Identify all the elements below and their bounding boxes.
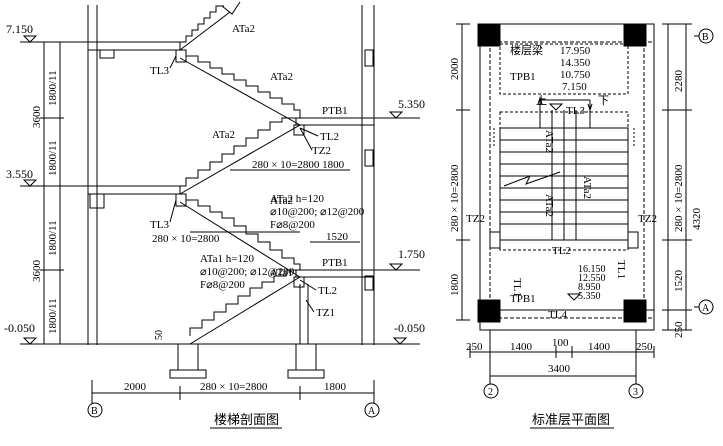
plan-axis-3: 3 [633,387,638,398]
plan-columns [477,23,647,323]
plan-lower-level-4: 5.350 [578,291,601,302]
bottom-dim-2800: 280 × 10=2800 [200,381,268,393]
span-label-upper: 280 × 10=2800 1800 [252,159,345,171]
section-axis-b-circle [87,402,103,418]
level-7150: 7.150 [6,22,33,36]
plan-lower-level-3: 8.950 [578,282,601,293]
plan-axis-a: A [702,303,710,314]
plan-right-dim-2800: 280 × 10=2800 [673,164,685,232]
flight-label-ata2-upper: ATa2 [270,71,293,83]
plan-label-tl4: TL4 [548,309,567,321]
level-1750: 1.750 [398,247,425,261]
label-ptb1-lower: PTB1 [322,257,348,269]
plan-bottom-dim-1400-l: 1400 [510,341,533,353]
label-tz1: TZ1 [316,307,335,319]
plan-label-tpb1-lower: TPB1 [510,293,536,305]
label-ptb1-upper: PTB1 [322,105,348,117]
label-tz2: TZ2 [312,145,331,157]
plan-bottom-dim-100: 100 [552,337,569,349]
level-m0050-right: -0.050 [394,321,425,335]
section-axis-a: A [368,406,376,417]
plan-label-tz2-left: TZ2 [466,213,485,225]
section-axis-b: B [91,406,98,417]
section-structure [20,1,420,379]
dim-3600-upper: 3600 [31,106,43,129]
plan-left-dim-1800: 1800 [449,274,461,297]
plan-right-dim-1520: 1520 [673,270,685,293]
note-a1-line2: ⌀10@200; ⌀12@200 [200,266,295,278]
plan-label-ata2-c: ATa2 [581,176,593,199]
plan-label-ata2-b: ATa2 [543,194,555,217]
flight-label-ata2-lower: ATa2 [270,195,293,207]
plan-caption: 标准层平面图 [532,412,610,427]
plan-right-dim-250: 250 [673,321,685,338]
dim-1800-11-a: 1800/11 [47,70,59,106]
plan-left-dim-2000: 2000 [449,58,461,81]
note-a2-line3: F⌀8@200 [270,219,315,231]
plan-upper-level-1: 17.950 [560,45,591,57]
plan-down-label: 下 [598,95,609,107]
plan-bottom-dim-3400: 3400 [548,363,571,375]
section-dimensions [40,41,375,404]
plan-label-tl2: TL2 [552,245,571,257]
bottom-dim-2000: 2000 [124,381,147,393]
plan-right-dim-4320: 4320 [691,208,703,231]
dim-3600-lower: 3600 [31,260,43,283]
span-label-1520: 1520 [326,231,349,243]
plan-bottom-dim-1400-r: 1400 [588,341,611,353]
plan-label-tz2-right: TZ2 [638,213,657,225]
note-a1-line1: ATa1 h=120 [200,253,255,265]
flight-label-ata2-top: ATa2 [232,23,255,35]
flight-label-ata2-mid: ATa2 [212,129,235,141]
note-a1-line3: F⌀8@200 [200,279,245,291]
plan-upper-level-3: 10.750 [560,69,591,81]
section-caption: 楼梯剖面图 [214,412,279,427]
plan-dimensions [456,23,692,384]
span-label-lower: 280 × 10=2800 [152,233,220,245]
label-tl2-lower: TL2 [318,285,337,297]
dim-1800-11-d: 1800/11 [47,298,59,334]
note-a2-line1: ATa2 h=120 [270,193,325,205]
flight-label-ata1: ATa1 [270,267,293,279]
plan-lower-level-2: 12.550 [578,273,606,284]
plan-label-ata2-a: ATa2 [543,130,555,153]
dim-1800-11-c: 1800/11 [47,220,59,256]
note-a2-line2: ⌀10@200; ⌀12@200 [270,206,365,218]
section-axis-a-circle [364,402,380,418]
label-tl2-upper: TL2 [320,131,339,143]
plan-bottom-dim-250-l: 250 [466,341,483,353]
level-m0050-left: -0.050 [4,321,35,335]
plan-axis-2-circle [483,383,499,399]
level-3550: 3.550 [6,167,33,181]
plan-label-tl3: TL3 [566,105,585,117]
plan-left-dim-2800: 280 × 10=2800 [449,164,461,232]
bottom-dim-1800: 1800 [324,381,347,393]
plan-bottom-dim-250-r: 250 [636,341,653,353]
plan-axis-3-circle [628,383,644,399]
plan-axis-2: 2 [488,387,493,398]
level-5350: 5.350 [398,97,425,111]
label-tl3-lower: TL3 [150,219,169,231]
plan-right-dim-2280: 2280 [673,70,685,93]
section-level-marks [22,35,408,345]
plan-label-tl1-right: TL1 [615,260,627,279]
plan-label-tpb1-upper: TPB1 [510,71,536,83]
plan-axis-b: B [702,32,709,43]
plan-upper-level-2: 14.350 [560,57,591,69]
dim-1800-11-b: 1800/11 [47,140,59,176]
plan-up-label: 上 [536,94,547,107]
plan-lower-level-1: 16.150 [578,264,606,275]
plan-slab-label: 楼层梁 [510,43,543,57]
plan-label-tl1-left: TL1 [511,278,523,297]
dim-50: 50 [154,330,165,340]
label-tl3-upper: TL3 [150,65,169,77]
plan-upper-level-4: 7.150 [562,81,587,93]
